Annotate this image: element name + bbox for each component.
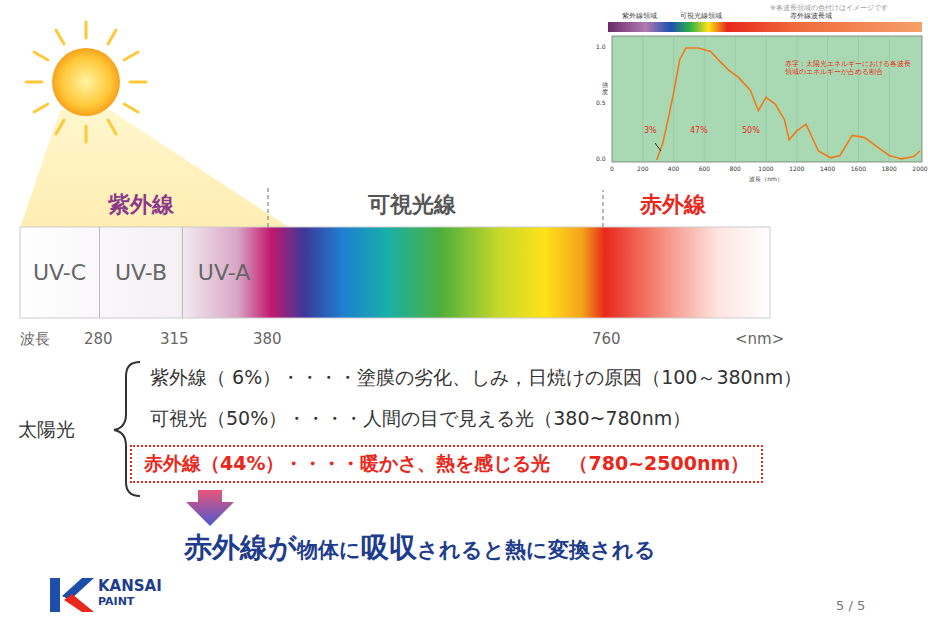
page-number: 5 / 5 (836, 598, 865, 614)
tick-label: 280 (84, 330, 113, 348)
uv-band: UV-B (100, 227, 183, 318)
tick-label: 1.0 (596, 43, 606, 50)
tick-label: 760 (592, 330, 621, 348)
chart-note: ※各波長領域の色付けはイメージです (770, 4, 888, 12)
conclusion-text: 吸収 (361, 531, 417, 565)
conclusion-text: 赤外線が (184, 531, 297, 565)
logo-text: PAINT (98, 595, 134, 608)
chart-region: 可視光線領域 (680, 12, 722, 20)
axis-label: 波長（nm） (749, 175, 783, 182)
highlight-text: 赤外線（44%）・・・・暖かさ、熱を感じる光 （780~2500nm） (144, 451, 749, 477)
tick-label: 380 (253, 330, 282, 348)
tick-label: 1600 (851, 165, 866, 172)
logo-text: KANSAI (98, 577, 162, 595)
conclusion-text: 物体に (297, 538, 361, 563)
region-heading: 赤外線 (640, 192, 706, 218)
axis-label: 波長 (20, 330, 50, 348)
band-label: UV-C (33, 260, 86, 285)
percent-label: 47% (690, 126, 708, 136)
list-item: 可視光（50%）・・・・人間の目で見える光（380~780nm） (150, 407, 691, 430)
region-heading: 可視光線 (368, 192, 456, 218)
group-label: 太陽光 (18, 418, 75, 441)
list-item: 紫外線（ 6%）・・・・塗膜の劣化、しみ，日焼けの原因（100～380nm） (150, 366, 802, 389)
tick-label: 1000 (758, 165, 773, 172)
percent-label: 3% (644, 126, 657, 136)
tick-label: 2000 (912, 165, 927, 172)
tick-label: 200 (637, 165, 648, 172)
region-heading: 紫外線 (108, 192, 174, 218)
tick-label: 800 (729, 165, 740, 172)
axis-label: 強度 (602, 82, 608, 95)
tick-label: 0 (610, 165, 614, 172)
tick-label: 315 (160, 330, 189, 348)
tick-label: 1800 (882, 165, 897, 172)
tick-label: 600 (699, 165, 710, 172)
highlight-box: 赤外線（44%）・・・・暖かさ、熱を感じる光 （780~2500nm） (130, 445, 763, 483)
tick-label: 0.5 (596, 99, 606, 106)
band-label: UV-B (115, 260, 167, 285)
tick-label: 1400 (820, 165, 835, 172)
chart-region: 紫外線領域 (622, 12, 657, 20)
percent-label: 50% (742, 126, 760, 136)
band-label: UV-A (198, 260, 250, 285)
conclusion-line: 赤外線が物体に吸収されると熱に変換される (184, 531, 656, 565)
uv-band: UV-A (183, 227, 265, 318)
tick-label: 1200 (789, 165, 804, 172)
tick-label: 0.0 (596, 155, 606, 162)
uv-band: UV-C (20, 227, 100, 318)
tick-label: 400 (668, 165, 679, 172)
chart-region: 赤外線波長域 (790, 12, 832, 20)
conclusion-text: されると熱に変換される (417, 538, 656, 563)
unit-label: <nm> (735, 330, 784, 348)
chart-note: 赤字：太陽光エネルギーにおける各波長領域のエネルギーが占める割合 (785, 60, 911, 77)
